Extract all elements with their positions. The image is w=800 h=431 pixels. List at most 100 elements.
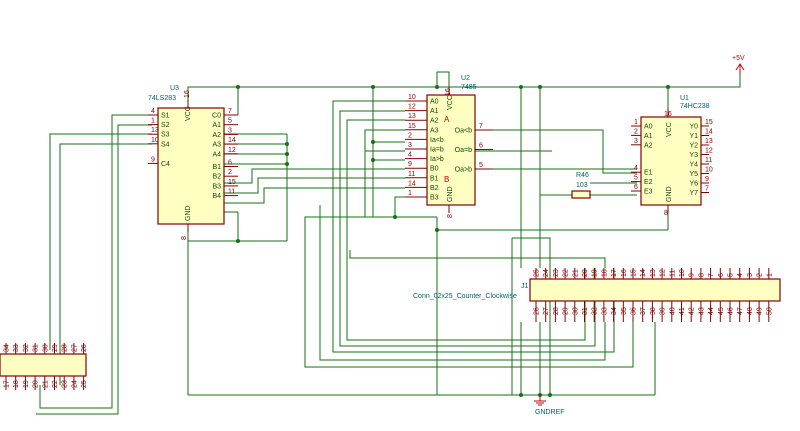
svg-text:11: 11 bbox=[408, 171, 415, 178]
jl-pin-20: 20 bbox=[33, 376, 40, 390]
svg-text:A1: A1 bbox=[644, 133, 653, 140]
jl-pin-28: 28 bbox=[62, 343, 69, 354]
svg-text:4: 4 bbox=[737, 273, 744, 277]
svg-text:13: 13 bbox=[151, 127, 159, 134]
svg-text:A3: A3 bbox=[212, 142, 221, 149]
u3-ref: U3 bbox=[170, 85, 179, 92]
u2-ref: U2 bbox=[461, 75, 470, 82]
r46-resistor[interactable]: R46 103 bbox=[571, 172, 591, 199]
svg-text:3: 3 bbox=[408, 142, 412, 149]
svg-text:1: 1 bbox=[766, 273, 773, 277]
svg-text:VCC: VCC bbox=[447, 95, 454, 110]
svg-text:30: 30 bbox=[572, 307, 579, 315]
j1-pin-46: 46 bbox=[728, 301, 735, 322]
u3-pin-4: 4S1 bbox=[148, 108, 170, 120]
u2-comparator-chip[interactable]: U2 7485 A B 10A012A113A215A32Ia<b3Ia=b4I… bbox=[405, 75, 493, 218]
svg-text:6: 6 bbox=[479, 143, 483, 150]
u2-pin-1: 1B3 bbox=[405, 190, 439, 202]
j1-pin-10: 10 bbox=[679, 268, 686, 279]
svg-text:Ia>b: Ia>b bbox=[430, 156, 444, 163]
svg-text:B1: B1 bbox=[212, 164, 221, 171]
svg-text:2: 2 bbox=[757, 273, 764, 277]
svg-text:43: 43 bbox=[698, 307, 705, 315]
svg-text:26: 26 bbox=[534, 307, 541, 315]
j1-pin-21: 21 bbox=[572, 268, 579, 279]
svg-text:31: 31 bbox=[33, 344, 40, 352]
svg-text:23: 23 bbox=[553, 269, 560, 277]
svg-text:B4: B4 bbox=[212, 193, 221, 200]
svg-text:Ia<b: Ia<b bbox=[430, 137, 444, 144]
svg-text:1: 1 bbox=[151, 118, 155, 125]
svg-text:8: 8 bbox=[664, 210, 668, 217]
svg-text:24: 24 bbox=[543, 269, 550, 277]
j1-pin-44: 44 bbox=[708, 301, 715, 322]
j1-pin-14: 14 bbox=[640, 268, 647, 279]
j1-pin-18: 18 bbox=[601, 268, 608, 279]
j1-pin-50: 50 bbox=[766, 301, 773, 322]
jl-pin-25: 25 bbox=[81, 376, 88, 390]
j1-pin-37: 37 bbox=[640, 301, 647, 322]
svg-text:E1: E1 bbox=[644, 170, 653, 177]
svg-text:44: 44 bbox=[708, 307, 715, 315]
svg-text:B2: B2 bbox=[430, 185, 439, 192]
svg-text:23: 23 bbox=[62, 380, 69, 388]
u3-pin-5: 5A1 bbox=[212, 118, 238, 129]
svg-text:VCC: VCC bbox=[666, 122, 673, 137]
jl-pin-30: 30 bbox=[42, 343, 49, 354]
svg-text:A1: A1 bbox=[430, 108, 439, 115]
j1-ref: J1 bbox=[521, 283, 529, 290]
svg-text:26: 26 bbox=[81, 344, 88, 352]
vcc-power-symbol: +5V bbox=[732, 55, 745, 75]
svg-text:20: 20 bbox=[33, 380, 40, 388]
svg-text:11: 11 bbox=[705, 157, 712, 164]
svg-text:7: 7 bbox=[479, 123, 483, 130]
svg-text:16: 16 bbox=[184, 90, 191, 98]
svg-text:33: 33 bbox=[601, 307, 608, 315]
j1-pin-32: 32 bbox=[592, 301, 599, 322]
svg-text:15: 15 bbox=[705, 119, 713, 126]
svg-text:12: 12 bbox=[408, 104, 416, 111]
svg-text:S2: S2 bbox=[161, 122, 170, 129]
jl-pin-19: 19 bbox=[23, 376, 30, 390]
jl-pin-34: 34 bbox=[4, 343, 11, 354]
u3-vcc-pin: 16 VCC bbox=[184, 90, 192, 121]
jl-pin-23: 23 bbox=[62, 376, 69, 390]
svg-text:10: 10 bbox=[151, 137, 159, 144]
u1-pin-3: 3A2 bbox=[631, 138, 653, 149]
svg-text:Y3: Y3 bbox=[689, 152, 698, 159]
u1-pin-5: 5E2 bbox=[631, 175, 653, 186]
j1-pin-40: 40 bbox=[669, 301, 676, 322]
svg-text:Ia=b: Ia=b bbox=[430, 147, 444, 154]
svg-text:2: 2 bbox=[408, 132, 412, 139]
svg-text:35: 35 bbox=[621, 307, 628, 315]
svg-text:A2: A2 bbox=[430, 118, 439, 125]
svg-text:GND: GND bbox=[447, 186, 454, 202]
j1-pin-16: 16 bbox=[621, 268, 628, 279]
svg-text:30: 30 bbox=[42, 344, 49, 352]
vcc-label: +5V bbox=[732, 55, 745, 62]
svg-text:A4: A4 bbox=[212, 151, 221, 158]
svg-text:B2: B2 bbox=[212, 174, 221, 181]
svg-text:12: 12 bbox=[705, 148, 713, 155]
j1-pin-43: 43 bbox=[698, 301, 705, 322]
jl-pin-26: 26 bbox=[81, 343, 88, 354]
svg-text:36: 36 bbox=[631, 307, 638, 315]
j1-pin-23: 23 bbox=[553, 268, 560, 279]
j1-pin-4: 4 bbox=[737, 268, 744, 279]
svg-text:Y7: Y7 bbox=[689, 190, 698, 197]
j1-pin-38: 38 bbox=[650, 301, 657, 322]
svg-text:Oa=b: Oa=b bbox=[455, 147, 472, 154]
svg-text:6: 6 bbox=[634, 184, 638, 191]
jl-pin-22: 22 bbox=[52, 376, 59, 390]
jl-pin-29: 29 bbox=[52, 343, 59, 354]
j1-pin-9: 9 bbox=[689, 268, 696, 279]
j1-pin-11: 11 bbox=[669, 268, 676, 279]
svg-text:48: 48 bbox=[747, 307, 754, 315]
svg-text:Y1: Y1 bbox=[689, 133, 698, 140]
